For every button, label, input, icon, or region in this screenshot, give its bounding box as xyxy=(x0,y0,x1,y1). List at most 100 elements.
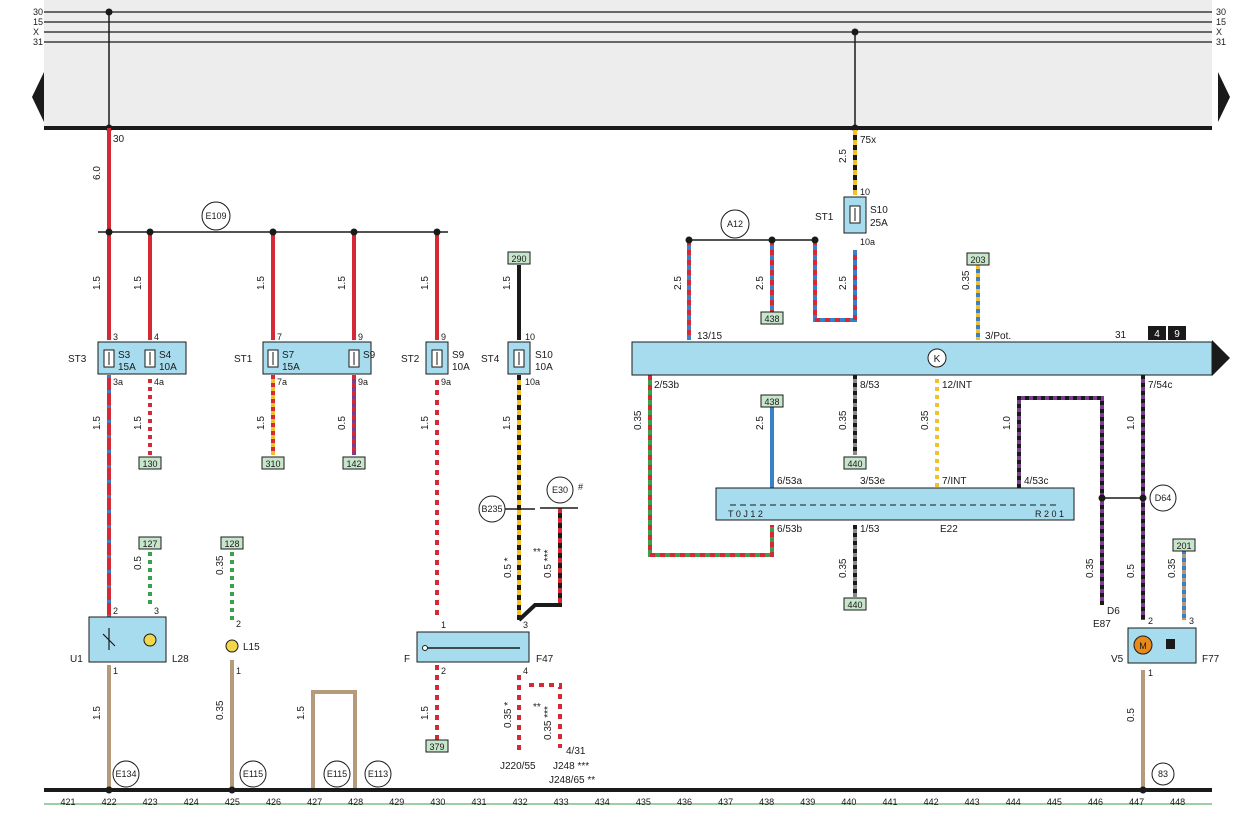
splice-e30-mark: # xyxy=(578,482,583,492)
terminal-30: 30 xyxy=(113,134,125,145)
wire-size-1.5: 1.5 xyxy=(256,276,267,290)
fuse-s4-rating: 10A xyxy=(159,362,177,373)
wire-size-2.5: 2.5 xyxy=(755,276,766,290)
fuse-s10top-rating: 25A xyxy=(870,218,888,229)
v5-pin-3: 3 xyxy=(1189,616,1194,626)
wire-size-0.35: 0.35 xyxy=(1085,558,1096,578)
f47-pin-4: 4 xyxy=(523,666,528,676)
wire-size-0.35: 0.35 xyxy=(961,270,972,290)
l15-label: L15 xyxy=(243,642,260,653)
wire-size-0.35-star: 0.35 * xyxy=(503,702,514,728)
v5-label: V5 xyxy=(1111,654,1124,665)
fuse-s10-rating: 10A xyxy=(535,362,553,373)
fuse-group-st3: ST3 xyxy=(68,354,87,365)
v5-pin-2: 2 xyxy=(1148,616,1153,626)
arrow-right-icon[interactable] xyxy=(1218,72,1230,122)
ground-point-icon xyxy=(323,760,351,788)
ruler-number: 441 xyxy=(882,797,897,807)
pin-8-53: 8/53 xyxy=(860,380,880,391)
ground-e134: E134 xyxy=(115,769,136,779)
ruler-number: 444 xyxy=(1006,797,1021,807)
connector-290: 290 xyxy=(511,254,526,264)
fuse-block-st1 xyxy=(262,341,372,375)
pin-7-54c: 7/54c xyxy=(1148,380,1172,391)
lamp-icon xyxy=(225,639,239,653)
ruler-number: 447 xyxy=(1129,797,1144,807)
wire-size-1.5: 1.5 xyxy=(92,276,103,290)
l15-pin-2: 2 xyxy=(236,619,241,629)
wire-size-2.5: 2.5 xyxy=(838,149,849,163)
terminal-10: 10 xyxy=(860,187,870,197)
ruler-number: 443 xyxy=(965,797,980,807)
wires xyxy=(98,128,1186,790)
ruler-number: 439 xyxy=(800,797,815,807)
wire-size-0.35: 0.35 xyxy=(1167,558,1178,578)
ref-j248-65: J248/65 ** xyxy=(549,775,595,786)
connector-127: 127 xyxy=(142,539,157,549)
bus-label-15-right: 15 xyxy=(1216,17,1226,27)
splice-e109: E109 xyxy=(205,211,226,221)
ruler-number: 433 xyxy=(554,797,569,807)
f-label: F xyxy=(404,654,410,665)
ruler-number: 430 xyxy=(430,797,445,807)
component-f47 xyxy=(416,631,530,663)
ruler-number: 442 xyxy=(924,797,939,807)
bus-band xyxy=(44,0,1212,130)
stars-double: ** xyxy=(533,702,541,713)
f-pin-2: 2 xyxy=(441,666,446,676)
ruler-number: 436 xyxy=(677,797,692,807)
ruler-number: 427 xyxy=(307,797,322,807)
fuse-s10-name: S10 xyxy=(535,350,553,361)
motor-m: M xyxy=(1139,641,1147,651)
l28-label: L28 xyxy=(172,654,189,665)
wire-size-0.35: 0.35 xyxy=(633,410,644,430)
wire-size-0.35-stars: 0.35 *** xyxy=(543,706,554,740)
arrow-left-icon[interactable] xyxy=(32,72,44,122)
ruler-number: 437 xyxy=(718,797,733,807)
connector-201: 201 xyxy=(1176,541,1191,551)
u1-label: U1 xyxy=(70,654,83,665)
wire-size-1.5: 1.5 xyxy=(420,416,431,430)
e22-pin-6-53b: 6/53b xyxy=(777,524,802,535)
pin-12-int: 12/INT xyxy=(942,380,972,391)
pin-2-53b: 2/53b xyxy=(654,380,679,391)
splice-b235: B235 xyxy=(481,504,502,514)
ruler-number: 434 xyxy=(595,797,610,807)
ruler-number: 435 xyxy=(636,797,651,807)
wire-size-0.5: 0.5 xyxy=(1126,708,1137,722)
fuse-s9b-name: S9 xyxy=(452,350,465,361)
fuse-s10-out: 10a xyxy=(525,377,540,387)
ruler-number: 438 xyxy=(759,797,774,807)
wire-size-0.35: 0.35 xyxy=(215,555,226,575)
control-unit-box-9: 9 xyxy=(1174,329,1180,340)
bus-label-30-right: 30 xyxy=(1216,7,1226,17)
fuse-group-st1: ST1 xyxy=(234,354,253,365)
wire-size-0.35: 0.35 xyxy=(838,558,849,578)
ruler-number: 422 xyxy=(102,797,117,807)
fuse-group-st4: ST4 xyxy=(481,354,500,365)
splice-a12: A12 xyxy=(727,219,743,229)
ref-4-31: 4/31 xyxy=(566,746,586,757)
fuse-s4-name: S4 xyxy=(159,350,172,361)
wire-size-6.0: 6.0 xyxy=(92,166,103,180)
wire-size-0.5: 0.5 xyxy=(337,416,348,430)
fuse-block-st3 xyxy=(97,341,187,375)
bus-label-15-left: 15 xyxy=(33,17,43,27)
splice-d64: D64 xyxy=(1155,493,1172,503)
wire-size-1.5: 1.5 xyxy=(337,276,348,290)
fuse-s9-in: 9 xyxy=(358,332,363,342)
motor-icon xyxy=(1133,635,1153,655)
wire-size-2.5: 2.5 xyxy=(838,276,849,290)
stars-double: ** xyxy=(533,547,541,558)
f77-label: F77 xyxy=(1202,654,1220,665)
d6-label: D6 xyxy=(1107,606,1120,617)
control-unit xyxy=(631,341,1213,376)
ground-e113: E113 xyxy=(368,769,388,779)
e22-name: E22 xyxy=(940,524,958,535)
fuse-s9-out: 9a xyxy=(358,377,368,387)
fuse-s10-in: 10 xyxy=(525,332,535,342)
connector-203: 203 xyxy=(970,255,985,265)
ruler-number: 424 xyxy=(184,797,199,807)
wire-size-0.35: 0.35 xyxy=(838,410,849,430)
